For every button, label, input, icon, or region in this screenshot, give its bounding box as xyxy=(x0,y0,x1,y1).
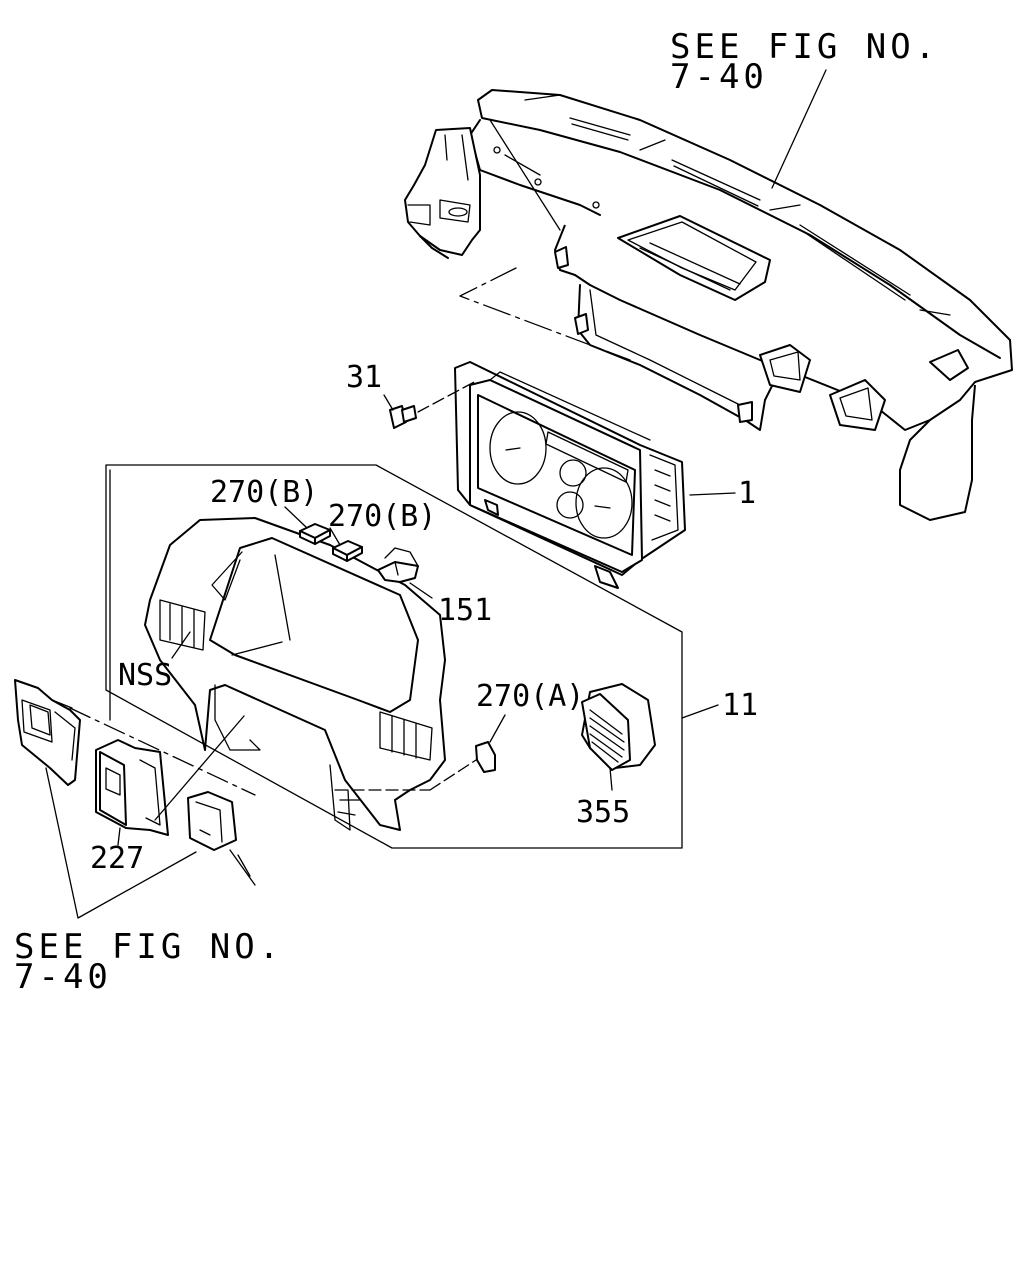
leader-line-bezel xyxy=(681,704,719,719)
phantom-line-dashboard xyxy=(459,267,631,361)
callout-pad-a: 270(A) xyxy=(476,679,584,714)
leader-line-meter xyxy=(689,492,736,496)
left-switch-housing xyxy=(14,679,256,796)
air-vent-part xyxy=(581,683,656,791)
top-reference-line2: 7-40 xyxy=(670,57,768,97)
pad-270b-2 xyxy=(329,527,363,562)
assembly-boundary xyxy=(105,464,683,849)
pad-270a xyxy=(429,714,506,791)
leader-line-top-reference xyxy=(771,69,827,189)
callout-screw: 31 xyxy=(346,360,382,395)
switch-part xyxy=(95,739,169,846)
callout-pad-b-1: 270(B) xyxy=(210,475,318,510)
callout-meter-assembly: 1 xyxy=(738,476,756,511)
top-reference-line1: SEE FIG NO. xyxy=(670,27,939,67)
callout-pad-b-2: 270(B) xyxy=(328,499,436,534)
meter-assembly xyxy=(454,361,686,589)
pad-270b-1 xyxy=(284,506,331,545)
callout-cluster-bezel: 11 xyxy=(722,688,758,723)
dashboard-panel xyxy=(404,89,1013,521)
connector-part xyxy=(187,791,256,886)
leader-line-bottom-reference xyxy=(45,767,197,919)
screw-part xyxy=(383,379,479,429)
leader-line-switch xyxy=(154,715,245,821)
callout-nss: NSS xyxy=(118,658,172,693)
callout-clip: 151 xyxy=(438,593,492,628)
callout-vent: 355 xyxy=(576,795,630,830)
callout-switch: 227 xyxy=(90,841,144,876)
bottom-reference-line2: 7-40 xyxy=(14,957,112,997)
clip-part xyxy=(377,547,433,599)
bottom-reference-line1: SEE FIG NO. xyxy=(14,927,283,967)
leader-line-nss xyxy=(171,631,191,659)
